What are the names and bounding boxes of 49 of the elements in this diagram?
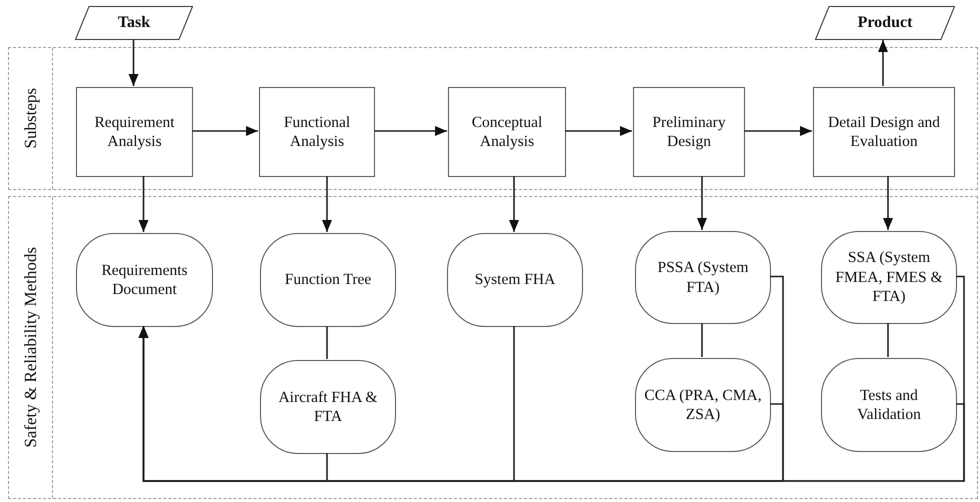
lane-label: Substeps (20, 88, 41, 149)
rounded-method-box (635, 231, 771, 324)
arrow (878, 40, 888, 86)
arrow (697, 176, 707, 230)
io-parallelogram (75, 6, 193, 40)
process-box (448, 87, 566, 177)
node-label: System FHA (474, 270, 556, 290)
rounded-method-box (76, 233, 213, 327)
node-label: Requirements Document (100, 260, 189, 300)
node-label: Detail Design and Evaluation (827, 112, 941, 152)
node-label: Requirement Analysis (93, 112, 176, 152)
node-label: PSSA (System FTA) (656, 258, 750, 297)
rounded-method-box (635, 358, 771, 452)
node-label: Tests and Validation (856, 386, 922, 424)
arrow (322, 176, 332, 232)
lane-label: Safety & Reliability Methods (20, 247, 41, 448)
arrow (192, 126, 258, 136)
arrow (509, 176, 519, 232)
rounded-method-box (447, 233, 583, 327)
node-label: Function Tree (284, 270, 372, 290)
connector-line (326, 326, 328, 359)
arrow (138, 326, 965, 482)
rounded-method-box (260, 360, 396, 454)
arrow (128, 40, 138, 86)
process-box (813, 87, 955, 177)
connector-line (701, 323, 703, 357)
process-box (76, 87, 193, 177)
swimlane-band (8, 47, 978, 190)
arrow (138, 176, 148, 232)
node-label: CCA (PRA, CMA, ZSA) (644, 386, 762, 424)
rounded-method-box (260, 233, 396, 327)
rounded-method-box (821, 358, 957, 452)
arrow (565, 126, 632, 136)
arrow (374, 126, 447, 136)
node-label: Functional Analysis (282, 112, 352, 152)
arrow (883, 176, 893, 230)
process-box (259, 87, 375, 177)
node-label: Task (118, 13, 150, 33)
node-label: Conceptual Analysis (470, 112, 544, 152)
arrow (744, 126, 812, 136)
process-box (633, 87, 745, 177)
connector-line (887, 323, 889, 357)
node-label: Product (858, 13, 912, 33)
io-parallelogram (815, 6, 955, 40)
rounded-method-box (821, 231, 957, 324)
node-label: SSA (System FMEA, FMES & FTA) (834, 248, 944, 307)
swimlane-band (8, 196, 978, 499)
node-label: Aircraft FHA & FTA (277, 388, 378, 426)
node-label: Preliminary Design (651, 112, 727, 152)
